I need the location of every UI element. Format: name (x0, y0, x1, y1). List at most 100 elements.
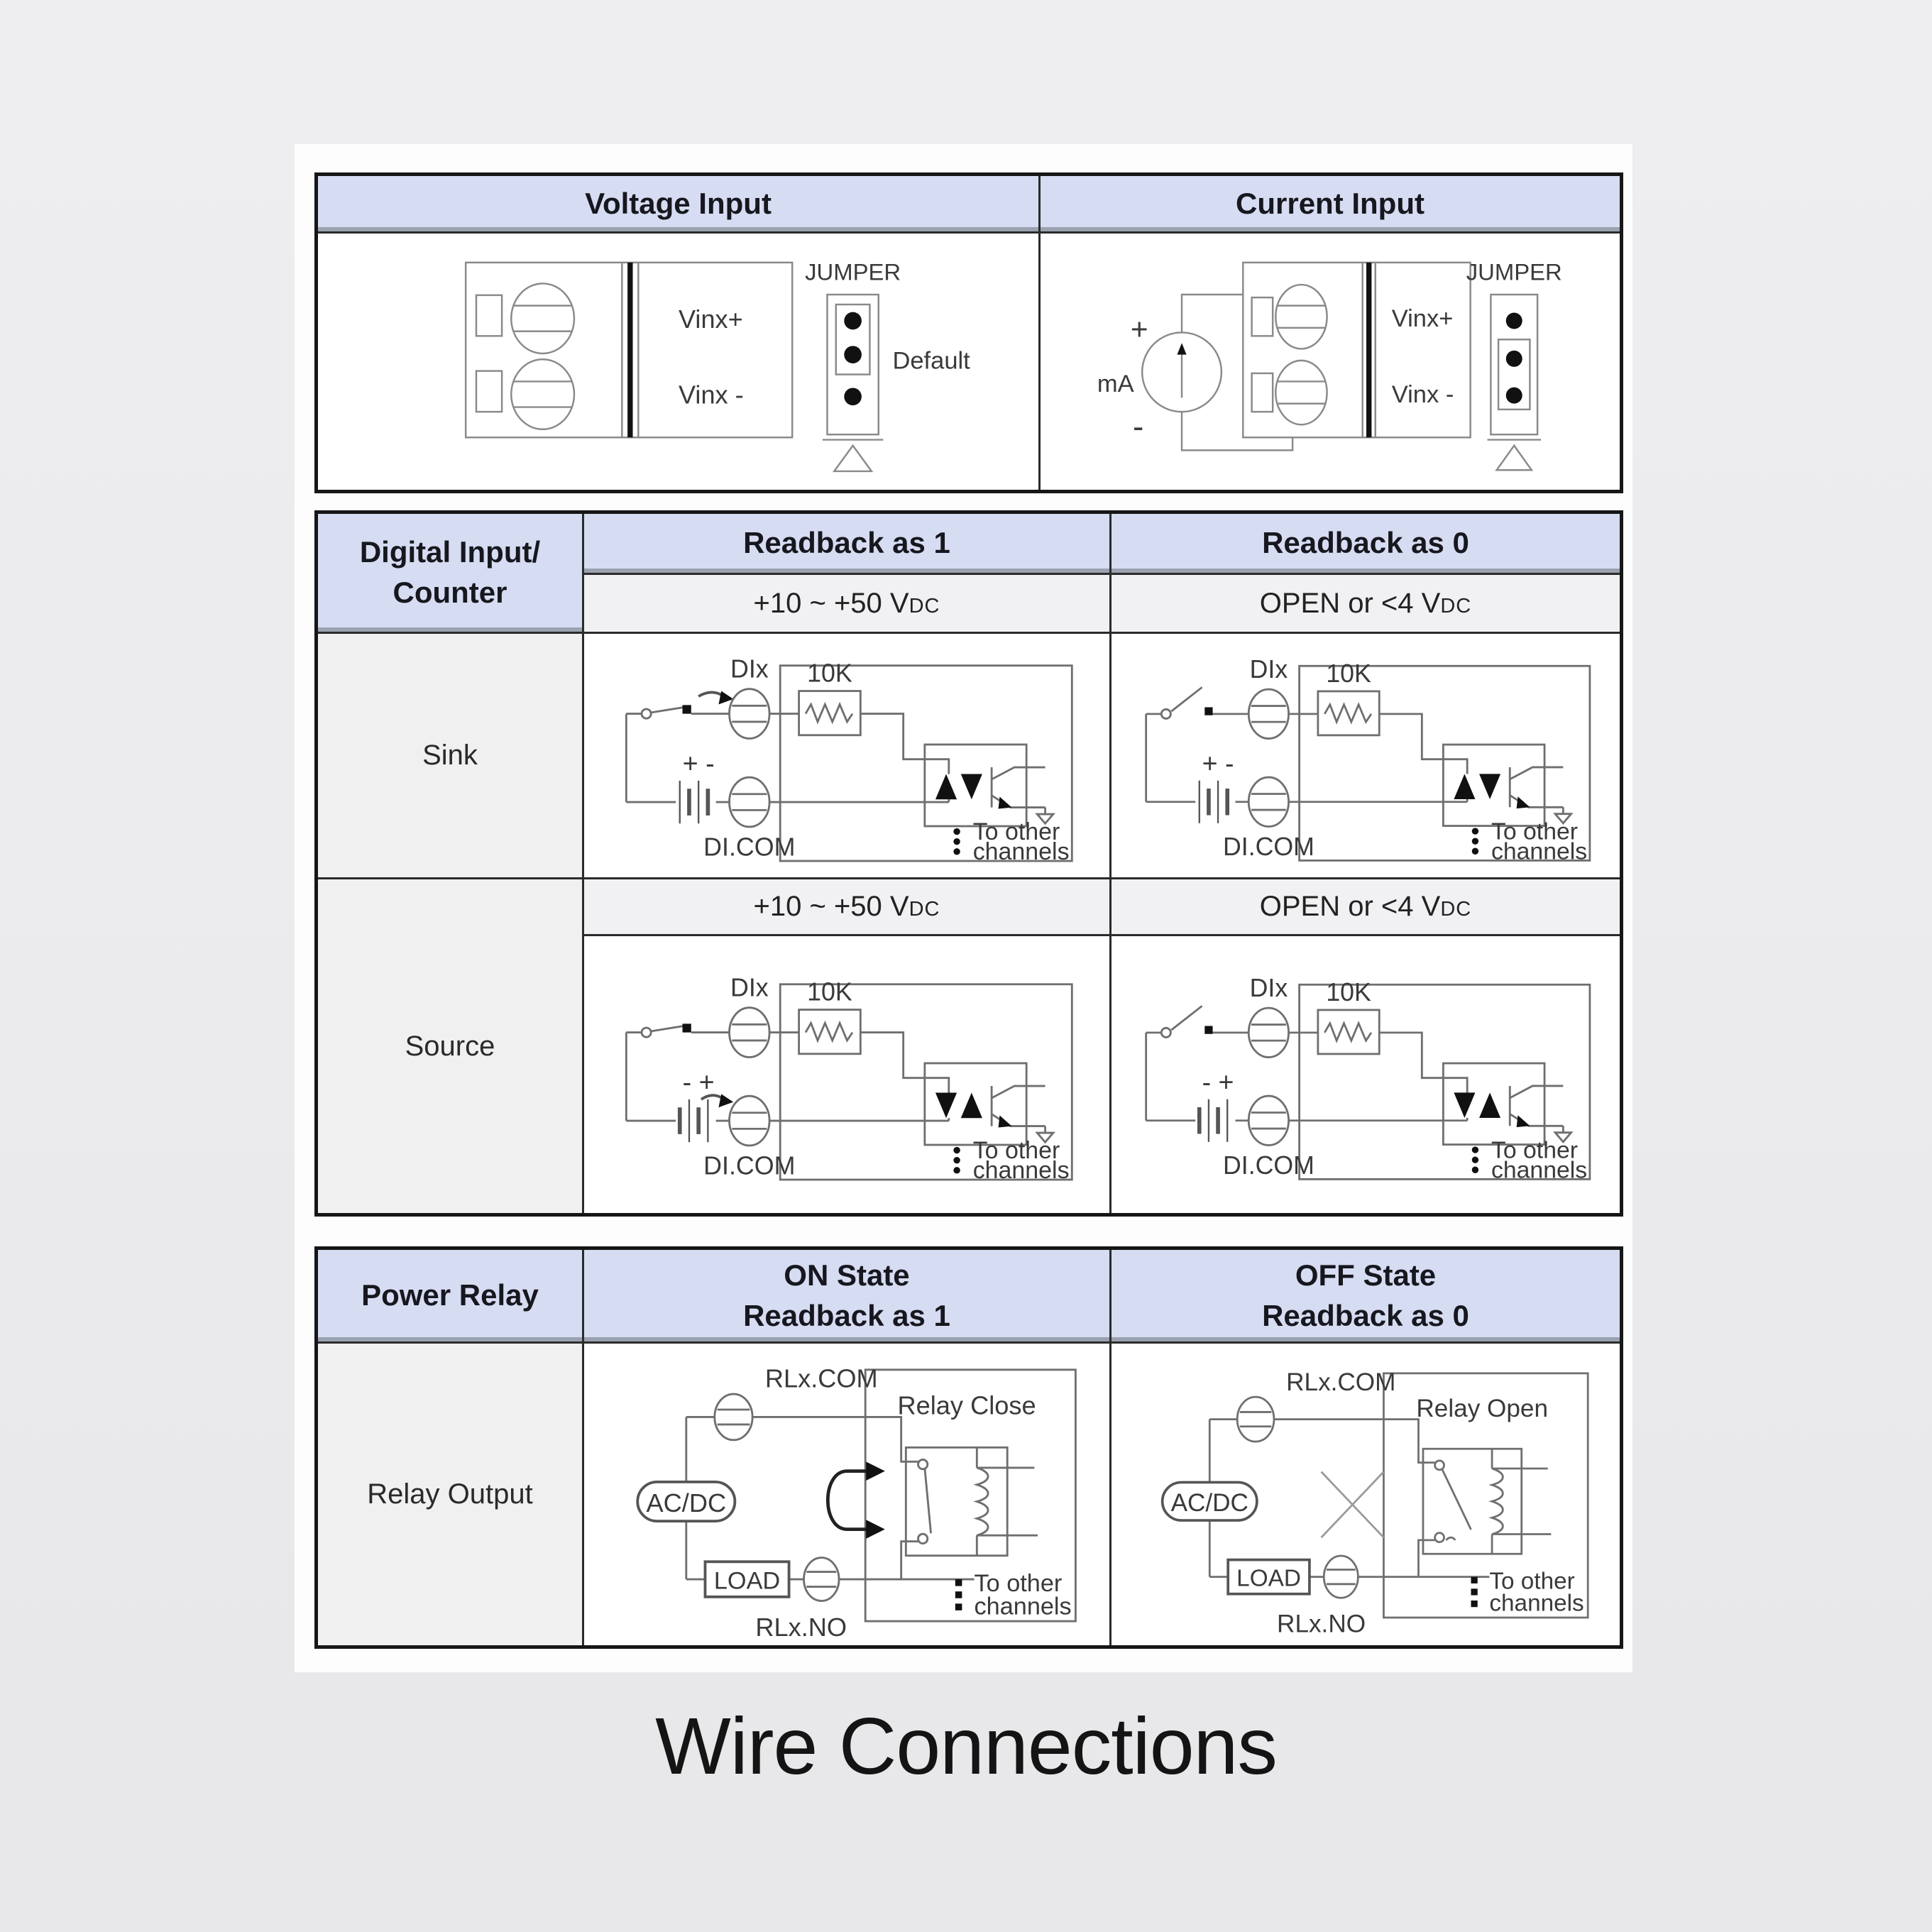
source-readback1-cell: DIx 10K (584, 936, 1109, 1213)
ellipsis-dots (1471, 827, 1479, 855)
screw-terminal-icon (510, 282, 575, 355)
rlx-com-label: RLx.COM (765, 1363, 878, 1393)
condition-unit: DC (909, 594, 940, 618)
ellipsis-dots (953, 828, 960, 855)
channels-label: channels (1489, 1590, 1584, 1616)
relay-state-label: Relay Open (1416, 1394, 1548, 1422)
relay-off-diagram: RLx.COM AC/DC LOAD RLx.NO (1160, 1368, 1589, 1637)
page-title: Wire Connections (655, 1701, 1278, 1791)
di-sink-off-diagram: DIx 10K (1145, 655, 1591, 865)
source-label: Source (405, 1030, 495, 1062)
battery-polarity: + - (683, 748, 715, 778)
relay-contact-coil-icon (904, 1446, 1038, 1557)
current-input-diagram: mA + - (1097, 259, 1561, 471)
load-label: LOAD (714, 1567, 780, 1594)
ground-icon (1553, 1126, 1574, 1143)
battery-icon: + - (679, 748, 715, 823)
to-other-label: To other (973, 818, 1060, 845)
off-state-header: OFF State Readback as 0 (1112, 1250, 1620, 1341)
jumper-icon: JUMPER (1466, 259, 1561, 471)
digital-input-label-line2: Counter (393, 576, 507, 609)
source-on-condition: +10 ~ +50 VDC (584, 879, 1109, 934)
condition-unit: DC (1440, 594, 1472, 618)
relay-on-diagram: RLx.COM AC/DC LOAD RLx.NO (636, 1363, 1077, 1640)
voltage-input-header-label: Voltage Input (585, 186, 772, 220)
battery-polarity: + - (1202, 748, 1234, 778)
battery-icon: - + (1197, 1067, 1234, 1142)
vinx-plus-label: Vinx+ (679, 304, 743, 334)
to-other-label: To other (1491, 818, 1578, 845)
current-source-icon: mA + - (1097, 293, 1293, 451)
digital-input-row-header: Digital Input/ Counter (318, 514, 582, 632)
rlx-no-label: RLx.NO (1277, 1610, 1366, 1637)
screw-terminal-icon (1247, 776, 1290, 828)
off-state-line2: Readback as 0 (1262, 1298, 1469, 1332)
sink-label: Sink (422, 740, 478, 771)
on-state-header: ON State Readback as 1 (584, 1250, 1109, 1341)
channels-label: channels (973, 838, 1070, 865)
dix-label: DIx (1250, 655, 1288, 684)
acdc-label: AC/DC (1171, 1489, 1248, 1517)
voltage-input-header: Voltage Input (318, 176, 1038, 231)
optocoupler-icon (1442, 743, 1564, 827)
screw-terminal-icon (1236, 1395, 1275, 1442)
power-relay-header: Power Relay (318, 1250, 582, 1341)
digital-input-label-line1: Digital Input/ (359, 535, 541, 569)
terminal-block: Vinx+ Vinx - (464, 261, 793, 439)
screw-terminal-icon (1247, 1006, 1290, 1058)
source-readback0-cell: DIx 10K (1112, 936, 1620, 1213)
relay-off-cell: RLx.COM AC/DC LOAD RLx.NO (1112, 1344, 1620, 1645)
battery-icon: + - (1198, 748, 1234, 823)
current-input-cell: mA + - (1041, 234, 1620, 490)
screw-terminal-icon (510, 358, 575, 431)
screw-terminal-icon (728, 776, 771, 828)
ground-icon (1035, 807, 1055, 825)
to-other-label: To other (973, 1137, 1060, 1164)
terminal-block: Vinx+ Vinx - (1241, 261, 1471, 439)
screw-terminal-icon (1247, 1094, 1290, 1146)
vinx-minus-label: Vinx - (1391, 381, 1454, 408)
resistor-icon: 10K (1317, 659, 1381, 736)
rlx-com-label: RLx.COM (1286, 1368, 1395, 1395)
flow-arrow-icon (700, 1094, 734, 1108)
dix-label: DIx (1250, 974, 1288, 1002)
optocoupler-icon (1442, 1062, 1564, 1146)
jumper-label: JUMPER (805, 259, 901, 285)
load-label: LOAD (1236, 1565, 1301, 1591)
channels-label: channels (1491, 838, 1587, 865)
content-panel: Voltage Input Current Input (295, 144, 1632, 1672)
relay-state-label: Relay Close (898, 1390, 1036, 1420)
screw-terminal-icon (1274, 283, 1328, 350)
condition-text: OPEN or <4 V (1259, 891, 1441, 922)
default-label: Default (892, 347, 970, 374)
sink-readback1-cell: DIx 10K (584, 634, 1109, 877)
vinx-minus-label: Vinx - (679, 380, 744, 410)
off-state-line1: OFF State (1295, 1258, 1437, 1292)
dix-label: DIx (730, 654, 769, 683)
screw-terminal-icon (728, 1094, 771, 1147)
condition-text: +10 ~ +50 V (753, 891, 909, 922)
screw-terminal-icon (1247, 688, 1290, 740)
condition-text: OPEN or <4 V (1259, 587, 1441, 619)
resistor-icon: 10K (1317, 978, 1381, 1055)
relay-on-cell: RLx.COM AC/DC LOAD RLx.NO (584, 1344, 1109, 1645)
ellipsis-dots (953, 1146, 960, 1174)
readback1-header: Readback as 1 (584, 514, 1109, 573)
to-other-label: To other (1491, 1136, 1578, 1163)
sink-row-label: Sink (318, 634, 582, 877)
readback0-label: Readback as 0 (1262, 526, 1469, 560)
vinx-plus-label: Vinx+ (1391, 305, 1453, 332)
screw-terminal-icon (728, 687, 771, 740)
on-state-line2: Readback as 1 (743, 1298, 950, 1332)
to-other-label: To other (975, 1570, 1063, 1597)
screw-terminal-icon (1274, 359, 1328, 426)
minus-label: - (1133, 407, 1143, 444)
ellipsis-dots (955, 1579, 962, 1610)
relay-output-row-label: Relay Output (318, 1344, 582, 1645)
channels-label: channels (1491, 1157, 1587, 1184)
flow-arrow-icon (698, 691, 734, 704)
ground-icon (1035, 1126, 1055, 1144)
screw-terminal-icon (803, 1556, 840, 1602)
condition-text: +10 ~ +50 V (753, 587, 909, 619)
rlx-no-label: RLx.NO (755, 1613, 847, 1640)
